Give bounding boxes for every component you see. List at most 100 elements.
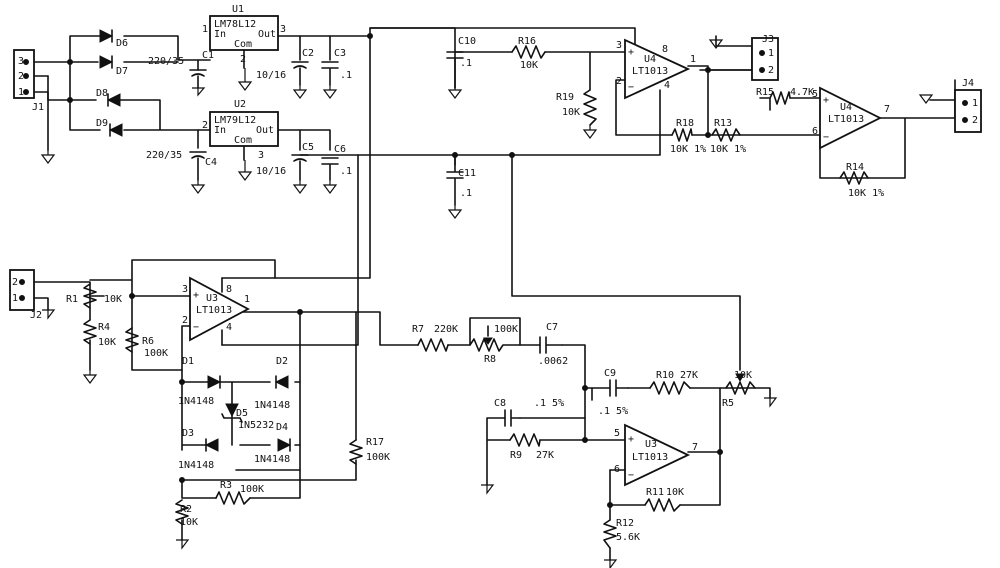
diode-d6: [99, 29, 114, 43]
c5-label: C5: [302, 142, 314, 153]
r5-label: R5: [722, 398, 734, 409]
opamp-u3a: [189, 276, 250, 342]
potentiometer-r8: [469, 325, 521, 352]
resistor-r12: [603, 519, 617, 549]
u1-pin3: 3: [280, 24, 286, 35]
c7-label: C7: [546, 322, 558, 333]
diode-d7: [99, 55, 114, 69]
d1-label: D1: [182, 356, 194, 367]
potentiometer-r5: [725, 373, 756, 395]
u3a-pin4: 4: [226, 322, 232, 333]
u1-in: In: [214, 29, 226, 40]
resistor-r19: [583, 89, 597, 126]
r3-value: 100K: [240, 484, 264, 495]
j1-pin1-label: 1: [18, 87, 24, 98]
j2-pin1: 1: [12, 293, 18, 304]
d2-value: 1N4148: [254, 400, 290, 411]
connector-j1: [13, 49, 35, 99]
c2-value: 10/16: [256, 70, 286, 81]
r2-label: R2: [180, 504, 192, 515]
diode-d3: [204, 438, 219, 452]
u3a-pin8: 8: [226, 284, 232, 295]
r1-value: 10K: [104, 294, 122, 305]
d8-label: D8: [96, 88, 108, 99]
u1-label: U1: [232, 4, 244, 15]
r11-value: 10K: [666, 487, 684, 498]
r4-label: R4: [98, 322, 110, 333]
u4a-pin2: 2: [616, 76, 622, 87]
r9-label: R9: [510, 450, 522, 461]
c2-label: C2: [302, 48, 314, 59]
u4a-minus: −: [628, 82, 634, 93]
c9-label: C9: [604, 368, 616, 379]
c6-value: .1: [340, 166, 352, 177]
c1-label: C1: [202, 50, 214, 61]
r7-value: 220K: [434, 324, 458, 335]
r1-label: R1: [66, 294, 78, 305]
c6-label: C6: [334, 144, 346, 155]
c11-label: C11: [458, 168, 476, 179]
capacitor-c7: [539, 336, 563, 354]
wiring: [33, 27, 956, 561]
c10-label: C10: [458, 36, 476, 47]
capacitor-c5: [291, 154, 309, 181]
r18-value: 10K 1%: [670, 144, 706, 155]
d6-label: D6: [116, 38, 128, 49]
r17-label: R17: [366, 437, 384, 448]
u4a-part: LT1013: [632, 66, 668, 77]
d4-label: D4: [276, 422, 288, 433]
u3b-pin7: 7: [692, 442, 698, 453]
regulator-u1: [209, 15, 279, 51]
r12-label: R12: [616, 518, 634, 529]
r5-value: 10K: [734, 370, 752, 381]
resistor-r18: [671, 128, 693, 142]
u1-part: LM78L12: [214, 19, 256, 30]
resistor-r11: [644, 498, 681, 512]
u4b-pin6: 6: [812, 126, 818, 137]
d5-label: D5: [236, 408, 248, 419]
resistor-r13: [711, 128, 741, 142]
r14-label: R14: [846, 162, 864, 173]
r17-value: 100K: [366, 452, 390, 463]
resistor-r17: [349, 439, 363, 465]
capacitor-c8: [504, 409, 521, 427]
connector-j3: [751, 37, 779, 81]
diode-d1: [207, 375, 222, 389]
c10-value: .1: [460, 58, 472, 69]
d7-label: D7: [116, 66, 128, 77]
u3a-pin2: 2: [182, 315, 188, 326]
u3b-minus: −: [628, 470, 634, 481]
d4-value: 1N4148: [254, 454, 290, 465]
resistor-r15: [769, 91, 791, 105]
r11-label: R11: [646, 487, 664, 498]
zener-d5: [221, 403, 243, 423]
capacitor-c1: [189, 69, 207, 89]
u3a-part: LT1013: [196, 305, 232, 316]
opamp-u4b: [819, 86, 883, 150]
diode-d2: [274, 375, 289, 389]
capacitor-c9: [609, 379, 629, 397]
resistor-r16: [511, 45, 546, 59]
r14-value: 10K 1%: [848, 188, 884, 199]
r4-value: 10K: [98, 337, 116, 348]
capacitor-c6: [321, 157, 339, 181]
c7-value: .0062: [538, 356, 568, 367]
r8-value: 100K: [494, 324, 518, 335]
c4-label: C4: [205, 157, 217, 168]
u4b-plus: +: [823, 95, 829, 106]
j1-label: J1: [32, 102, 44, 113]
u4a-pin4: 4: [664, 80, 670, 91]
u4b-part: LT1013: [828, 114, 864, 125]
c3-label: C3: [334, 48, 346, 59]
r13-value: 10K 1%: [710, 144, 746, 155]
u1-com: Com: [234, 39, 252, 50]
j2-pin2: 2: [12, 277, 18, 288]
u1-out: Out: [258, 29, 276, 40]
u3b-label: U3: [645, 439, 657, 450]
r10-value: 27K: [680, 370, 698, 381]
resistor-r6: [125, 327, 139, 353]
capacitor-c4: [189, 151, 207, 181]
u4b-pin7: 7: [884, 104, 890, 115]
j4-pin1: 1: [972, 98, 978, 109]
opamp-u3b: [624, 423, 691, 487]
